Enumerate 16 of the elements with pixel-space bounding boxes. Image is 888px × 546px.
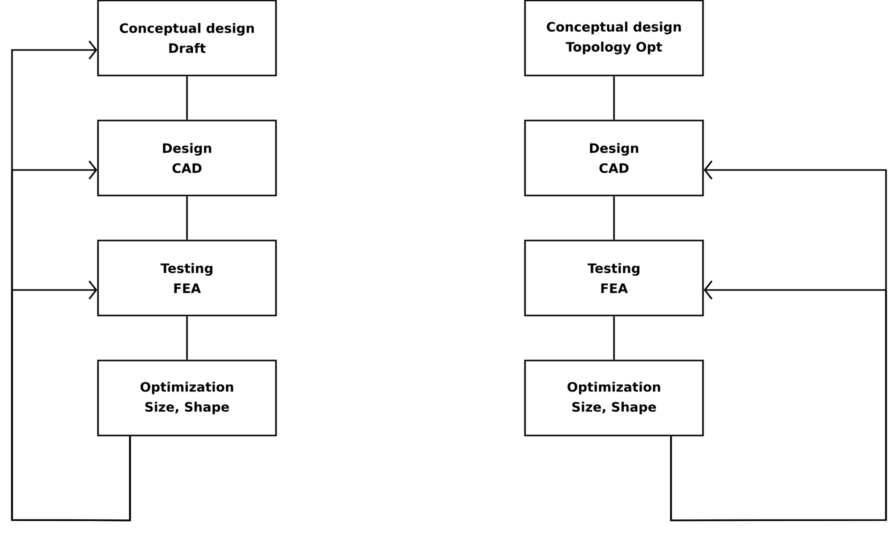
connector bbox=[670, 280, 887, 522]
connector bbox=[186, 76, 188, 120]
process-box: Conceptual design Topology Opt bbox=[524, 0, 704, 76]
process-box: Optimization Size, Shape bbox=[524, 360, 704, 436]
process-box: Optimization Size, Shape bbox=[97, 360, 277, 436]
connector bbox=[613, 76, 615, 120]
connector bbox=[186, 196, 188, 240]
process-box: Design CAD bbox=[524, 120, 704, 196]
process-box: Testing FEA bbox=[524, 240, 704, 316]
process-box: Testing FEA bbox=[97, 240, 277, 316]
connector bbox=[613, 196, 615, 240]
process-box: Design CAD bbox=[97, 120, 277, 196]
connector bbox=[613, 316, 615, 360]
process-box: Conceptual design Draft bbox=[97, 0, 277, 76]
connector bbox=[11, 280, 131, 522]
connector bbox=[186, 316, 188, 360]
